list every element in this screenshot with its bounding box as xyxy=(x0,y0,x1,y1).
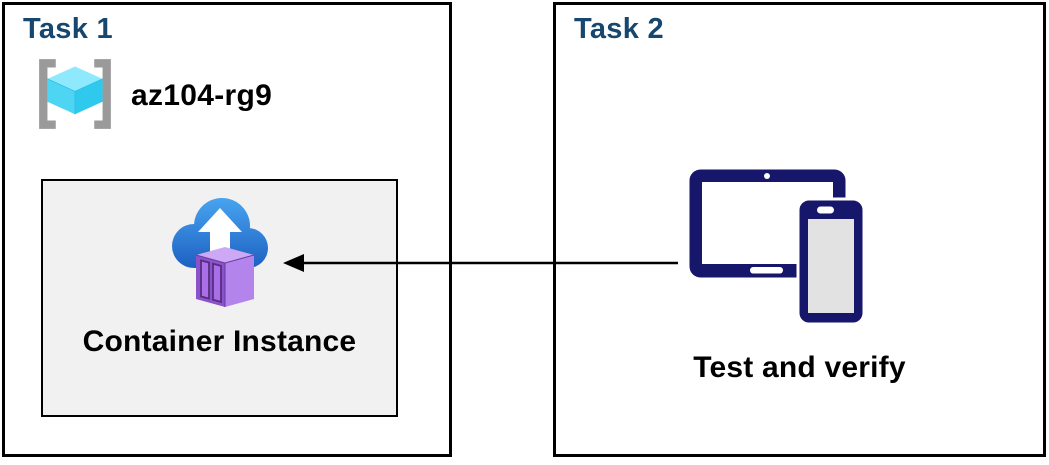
upload-arrow xyxy=(197,208,242,258)
test-verify-label: Test and verify xyxy=(693,351,906,384)
resource-group-icon xyxy=(39,59,111,129)
container-instance-icon xyxy=(171,198,268,307)
arrowhead xyxy=(283,254,304,272)
shipping-container xyxy=(195,247,254,307)
resource-group-name: az104-rg9 xyxy=(131,79,273,112)
devices-icon xyxy=(689,169,865,325)
task2-box: Task 2 Test and verify xyxy=(553,2,1046,457)
task1-box: Task 1 az104-rg9 xyxy=(2,2,452,457)
container-instance-box: Container Instance xyxy=(41,179,398,417)
task2-title: Task 2 xyxy=(574,13,664,45)
phone-shape xyxy=(796,197,865,325)
connector-arrow xyxy=(283,254,678,272)
task1-title: Task 1 xyxy=(23,13,113,45)
container-instance-label: Container Instance xyxy=(82,325,357,358)
